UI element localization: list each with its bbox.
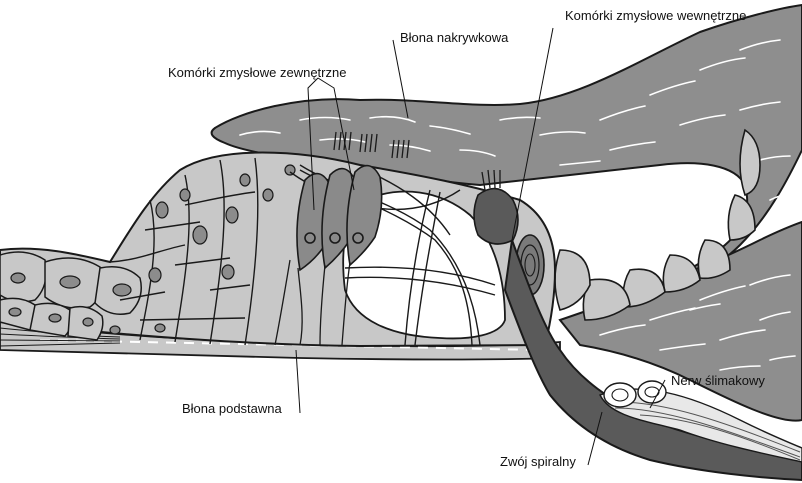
label-tectorial-membrane: Błona nakrywkowa <box>400 30 509 45</box>
label-basilar-membrane: Błona podstawna <box>182 401 283 416</box>
leader-basilar <box>296 350 300 413</box>
label-outer-hair-cells: Komórki zmysłowe zewnętrzne <box>168 65 346 80</box>
label-cochlear-nerve: Nerw ślimakowy <box>671 373 765 388</box>
label-spiral-ganglion: Zwój spiralny <box>500 454 576 469</box>
label-inner-hair-cells: Komórki zmysłowe wewnętrzne <box>565 8 746 23</box>
